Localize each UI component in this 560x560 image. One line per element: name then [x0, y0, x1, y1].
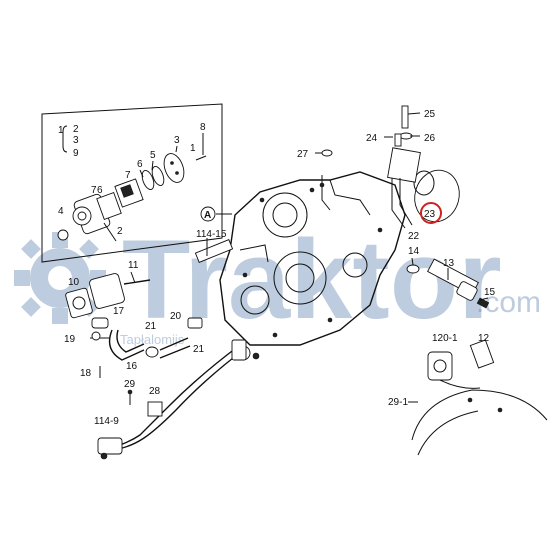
- part-114-15: [194, 238, 234, 263]
- callout-114-15: 114-15: [196, 229, 227, 240]
- callout-28: 28: [149, 386, 161, 397]
- callout-19: 19: [64, 334, 76, 345]
- pump-parts: [57, 153, 207, 242]
- highlight-ring: [420, 202, 442, 224]
- callout-15: 15: [484, 287, 496, 298]
- callout-3: 3: [73, 135, 79, 146]
- callout-7: 7: [125, 170, 131, 181]
- callout-21a: 21: [145, 321, 157, 332]
- callout-7b: 7: [91, 185, 97, 196]
- part-27: [315, 149, 333, 211]
- callout-114-9: 114-9: [94, 416, 119, 427]
- oil-pipe-13: [406, 258, 490, 309]
- callout-23: 23: [424, 209, 436, 220]
- callout-21b: 21: [193, 344, 205, 355]
- callout-8: 8: [200, 122, 206, 133]
- housing-29-1: [411, 339, 548, 456]
- callout-9: 9: [73, 148, 79, 159]
- callout-6: 6: [137, 159, 143, 170]
- callout-10: 10: [68, 277, 80, 288]
- engine-block: [219, 171, 406, 346]
- pump-inset: 1 2 3 9 8 3 1 5 6 7 7 6: [41, 103, 223, 263]
- callout-5: 5: [150, 150, 156, 161]
- callout-120-1: 120-1: [432, 333, 458, 344]
- svg-text:A: A: [204, 210, 211, 221]
- callout-1: 1: [190, 143, 196, 154]
- parts-28-29: [127, 389, 163, 417]
- callout-20: 20: [170, 311, 182, 322]
- callout-17: 17: [113, 306, 125, 317]
- svg-text:1: 1: [58, 125, 64, 136]
- callout-12: 12: [478, 333, 490, 344]
- watermark-subtext: Tapłalomijs: [120, 332, 185, 347]
- callout-24: 24: [366, 133, 378, 144]
- callout-18: 18: [80, 368, 92, 379]
- callout-14: 14: [408, 246, 420, 257]
- callout-6b: 6: [97, 185, 103, 196]
- fitting-114-9: [97, 437, 123, 460]
- callout-2: 2: [73, 124, 79, 135]
- watermark-brand: Traktor: [122, 217, 502, 342]
- oil-filter-assembly: [384, 105, 460, 229]
- callout-3b: 3: [174, 135, 180, 146]
- callout-11: 11: [128, 260, 139, 271]
- callout-29: 29: [124, 379, 136, 390]
- marker-a-left: A: [200, 206, 232, 222]
- callout-27: 27: [297, 149, 309, 160]
- callout-26: 26: [424, 133, 436, 144]
- callout-29-1: 29-1: [388, 397, 408, 408]
- callout-16: 16: [126, 361, 138, 372]
- callout-22: 22: [408, 231, 420, 242]
- watermark: Traktor .com Tapłalomijs: [14, 217, 541, 347]
- callout-25: 25: [424, 109, 436, 120]
- callout-2b: 2: [117, 226, 123, 237]
- hoses: [108, 317, 247, 451]
- callout-4: 4: [58, 206, 64, 217]
- pump-10: [65, 273, 151, 378]
- callout-13: 13: [443, 258, 455, 269]
